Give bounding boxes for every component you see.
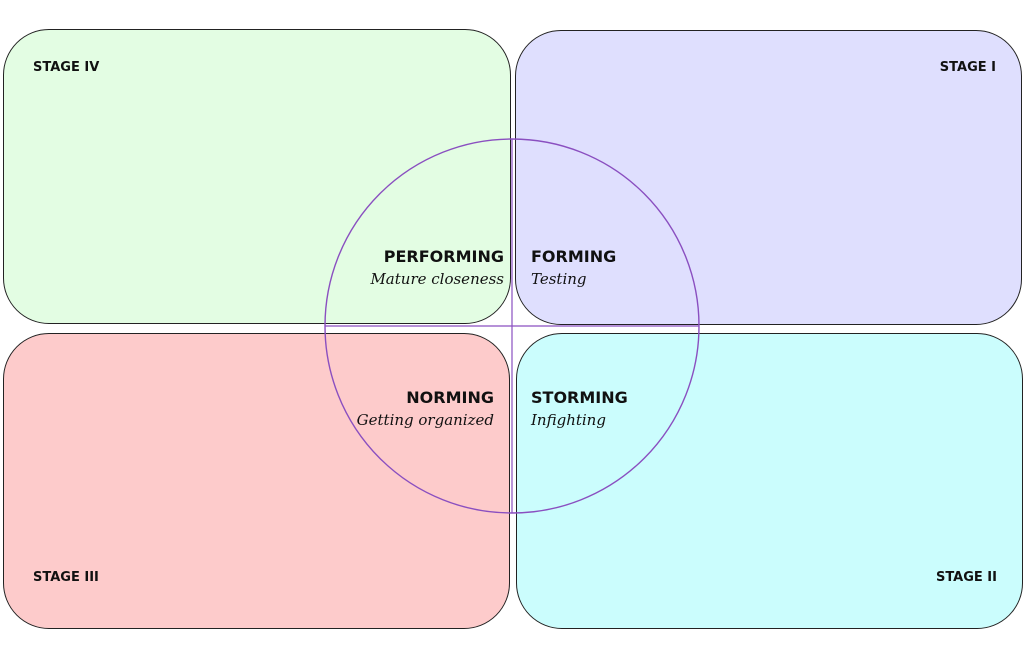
performing-description: Mature closeness [370, 270, 504, 288]
stage-iii-label: STAGE III [33, 570, 99, 585]
storming-phase: STORMING Infighting [531, 387, 628, 431]
stage-iv-label: STAGE IV [33, 60, 100, 75]
performing-title: PERFORMING [383, 247, 504, 266]
storming-title: STORMING [531, 388, 628, 407]
norming-phase: NORMING Getting organized [357, 387, 494, 431]
norming-description: Getting organized [356, 411, 494, 429]
forming-phase: FORMING Testing [531, 246, 616, 290]
stage-ii-label: STAGE II [935, 570, 997, 585]
stage-i-label: STAGE I [939, 60, 996, 75]
forming-title: FORMING [531, 247, 617, 266]
norming-title: NORMING [406, 388, 494, 407]
storming-description: Infighting [531, 411, 606, 429]
forming-description: Testing [531, 270, 587, 288]
performing-phase: PERFORMING Mature closeness [370, 246, 504, 290]
